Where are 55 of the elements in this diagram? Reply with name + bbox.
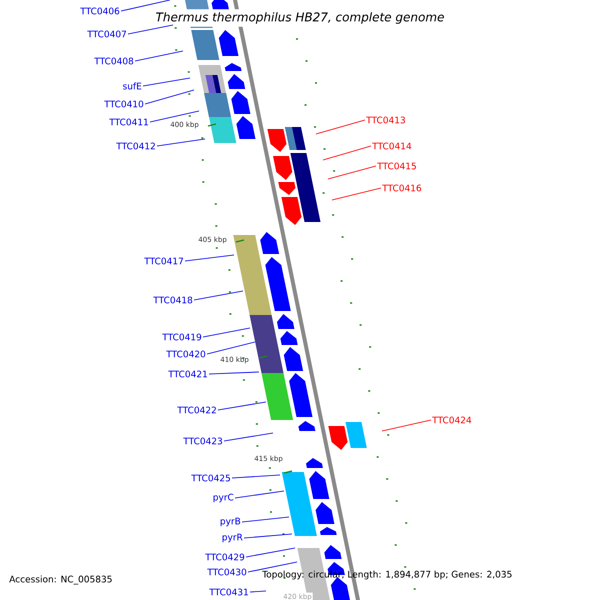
leader-line — [316, 120, 366, 134]
leader-line — [184, 254, 234, 262]
gene-label: TTC0414 — [372, 142, 412, 150]
leader-line — [218, 402, 266, 410]
leader-line — [128, 24, 174, 34]
gene-label: TTC0408 — [94, 58, 134, 64]
leader-line — [202, 328, 250, 338]
leader-line — [242, 516, 290, 522]
leader-line — [134, 50, 184, 62]
leader-line — [224, 432, 274, 442]
gene-label: TTC0424 — [432, 416, 472, 424]
gene-label: TTC0419 — [162, 334, 202, 340]
leader-line — [322, 146, 372, 160]
leader-line — [144, 90, 194, 104]
leader-line — [208, 372, 260, 374]
gene-label: pyrC — [214, 494, 234, 502]
info-text: Topology: circular; Length: 1,894,877 bp; Genes: 2,035 — [262, 570, 512, 580]
gene-label: TTC0425 — [191, 474, 230, 482]
gene-label: TTC0431 — [209, 588, 248, 596]
leader-line — [150, 110, 200, 122]
leader-line — [328, 166, 376, 180]
leader-line — [248, 562, 298, 572]
title: Thermus thermophilus HB27, complete genome — [152, 9, 448, 27]
gene-label: TTC0417 — [144, 258, 184, 264]
gene-label: pyrR — [222, 534, 243, 542]
gene-label: sufE — [123, 82, 142, 90]
leader-line — [382, 420, 432, 432]
gene-label: TTC0406 — [80, 8, 120, 14]
gene-label: TTC0423 — [183, 438, 222, 444]
info-text: Accession: NC_005835 — [9, 576, 112, 584]
gene-label: TTC0421 — [168, 370, 207, 378]
leader-line — [194, 290, 244, 300]
gene-label: TTC0430 — [207, 568, 246, 576]
leader-line — [120, 0, 170, 12]
leader-line — [156, 138, 206, 146]
leader-line — [246, 548, 296, 558]
leader-line — [234, 490, 284, 498]
leader-line — [232, 474, 280, 478]
gene-label: TTC0420 — [166, 350, 206, 358]
gene-label: TTC0413 — [366, 116, 405, 124]
gene-label: TTC0415 — [377, 162, 416, 170]
gene-label: pyrB — [220, 518, 240, 526]
leader-line — [332, 188, 382, 200]
gene-label: TTC0422 — [177, 406, 216, 414]
gene-label: TTC0411 — [109, 118, 148, 126]
gene-label: TTC0418 — [153, 296, 192, 304]
gene-label: TTC0410 — [104, 100, 144, 108]
leader-line — [244, 534, 292, 538]
gene-label: TTC0407 — [87, 30, 126, 38]
leader-line — [142, 78, 190, 86]
gene-label: TTC0416 — [382, 184, 422, 192]
gene-label: TTC0412 — [116, 142, 155, 150]
leader-line — [250, 590, 266, 592]
leader-line — [206, 342, 256, 354]
gene-label: TTC0429 — [205, 554, 244, 560]
